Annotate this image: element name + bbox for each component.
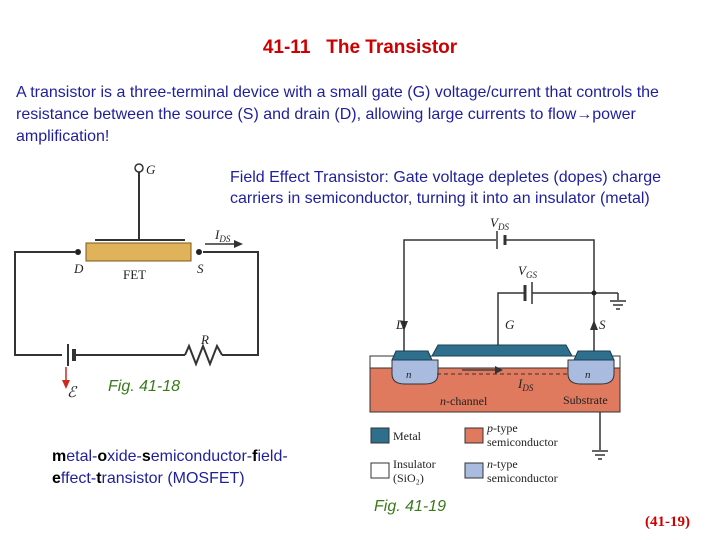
vds-wire-left — [403, 239, 496, 351]
mosfet-word: emiconductor- — [150, 448, 253, 465]
substrate-label: Substrate — [563, 393, 608, 407]
fig19-label-d: D — [395, 317, 406, 332]
legend-p-type-label: p-type — [486, 421, 518, 435]
fig18-label-emf: ℰ — [67, 385, 78, 401]
legend-n-type-swatch — [464, 462, 484, 479]
mosfet-word: xide- — [107, 448, 142, 465]
fig18-label-s: S — [197, 261, 204, 276]
fig18-label-r: R — [200, 332, 209, 347]
mosfet-definition: metal-oxide-semiconductor-field-effect-t… — [52, 446, 352, 490]
mosfet-initial: s — [141, 448, 151, 465]
fig19-label-ids: IDS — [517, 376, 534, 393]
page-code: (41-19) — [645, 514, 690, 530]
mosfet-word: ransistor (MOSFET) — [101, 470, 245, 487]
legend-insulator-swatch — [370, 462, 390, 479]
fet-description: Field Effect Transistor: Gate voltage de… — [230, 169, 662, 207]
source-node — [591, 290, 597, 296]
wire-left — [14, 251, 75, 356]
fig18-label-fet: FET — [123, 267, 146, 282]
fig19-label-s: S — [599, 317, 606, 332]
drain-arrow — [400, 321, 408, 331]
n-region-label: n — [406, 369, 412, 381]
ground-icon — [610, 300, 626, 310]
legend-n-type-label-2: semiconductor — [487, 471, 558, 485]
fet-body — [85, 242, 192, 262]
drain-node — [75, 249, 81, 255]
mosfet-initial: e — [52, 470, 61, 487]
intro-paragraph: A transistor is a three-terminal device … — [16, 84, 659, 145]
source-contact — [573, 350, 615, 361]
mosfet-word: ield- — [257, 448, 288, 465]
vgs-wire-left — [497, 292, 524, 345]
fig19-label-g: G — [505, 317, 515, 332]
legend-insulator-label-2: (SiO₂) — [393, 471, 424, 485]
legend-metal-swatch — [370, 427, 390, 444]
wire-right — [203, 251, 259, 356]
legend-p-type-label-2: semiconductor — [487, 435, 558, 449]
ids-arrow-head — [495, 366, 503, 374]
drain-contact — [391, 350, 433, 361]
fig19-label-vgs: VGS — [518, 263, 537, 280]
ground-icon — [592, 450, 608, 460]
fig-41-19-caption: Fig. 41-19 — [374, 498, 447, 515]
n-region-drain — [391, 359, 439, 385]
mosfet-initial: o — [97, 448, 108, 465]
vds-wire-right — [506, 239, 595, 351]
source-arrow — [590, 320, 598, 330]
n-region-source — [567, 359, 615, 385]
n-region-label: n — [585, 369, 591, 381]
ids-arrow-head — [234, 240, 243, 248]
legend-metal-label: Metal — [393, 429, 422, 443]
mosfet-initial: t — [96, 470, 102, 487]
legend-n-type-label: n-type — [487, 457, 518, 471]
gate-metal — [431, 344, 573, 357]
mosfet-word: etal- — [66, 448, 98, 465]
fig18-label-g: G — [146, 162, 156, 177]
legend-p-type-swatch — [464, 427, 484, 444]
resistor — [184, 343, 223, 367]
legend-insulator-label: Insulator — [393, 457, 436, 471]
fig19-label-vds: VDS — [490, 215, 509, 232]
mosfet-word: ffect- — [60, 470, 97, 487]
gate-terminal — [134, 163, 144, 173]
mosfet-initial: f — [252, 448, 258, 465]
emf-arrow-head — [62, 380, 70, 389]
fig18-label-ids: IDS — [214, 227, 231, 244]
mosfet-initial: m — [52, 448, 67, 465]
fig18-label-d: D — [73, 261, 84, 276]
slide-title: 41-11 The Transistor — [262, 37, 458, 58]
n-channel-label: n-channel — [440, 394, 488, 408]
fig-41-18-caption: Fig. 41-18 — [108, 378, 181, 395]
source-node — [196, 249, 202, 255]
